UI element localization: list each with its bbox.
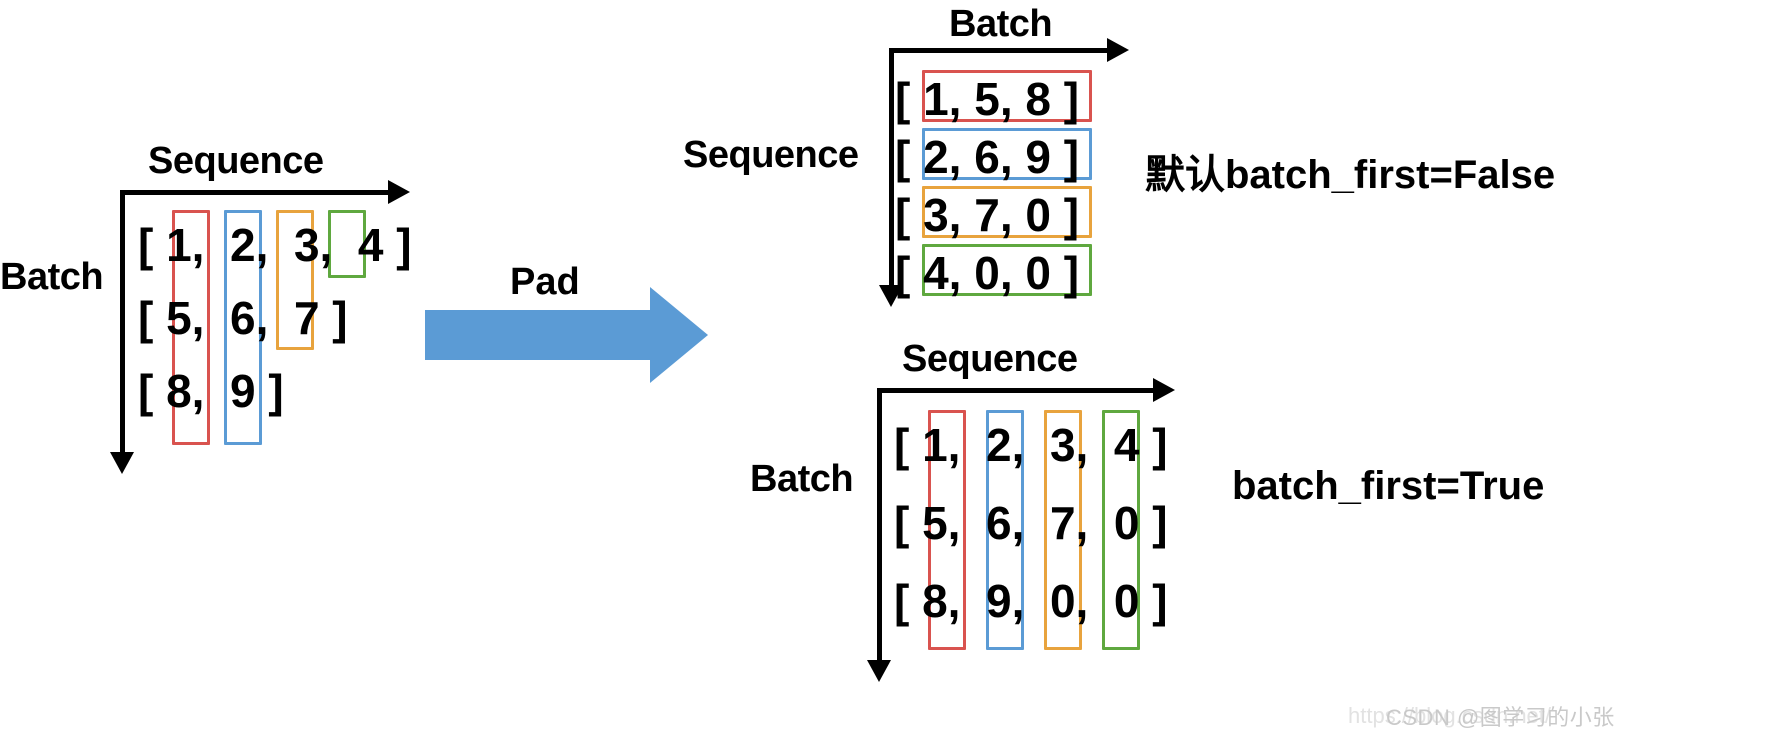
bottomright-matrix-row-2: [ 5, 6, 7, 0 ] (894, 497, 1168, 549)
bottomright-sequence-axis-arrowhead-icon (1153, 378, 1175, 402)
topright-highlight-row-4 (922, 244, 1092, 296)
topright-matrix-row-4: [ 4, 0, 0 ] (895, 247, 1080, 299)
topright-sequence-axis-line (889, 48, 894, 288)
bottomright-matrix-row-3: [ 8, 9, 0, 0 ] (894, 575, 1168, 627)
panel-padded-batch-first: Sequence Batch [ 1, 2, 3, 4 ] [ 5, 6, 7,… (750, 335, 1210, 735)
topright-sequence-axis-arrowhead-icon (879, 285, 903, 307)
panel-unpadded-ragged-batch: Sequence Batch [ 1, 2, 3, 4 ] [ 5, 6, 7 … (0, 130, 430, 490)
topright-highlight-row-1 (922, 70, 1092, 122)
left-highlight-col-2 (224, 210, 262, 445)
left-batch-axis-line (120, 190, 125, 455)
left-matrix-row-2: [ 5, 6, 7 ] (138, 292, 348, 344)
topright-y-axis-label: Sequence (683, 134, 859, 176)
left-matrix-row-3: [ 8, 9 ] (138, 365, 284, 417)
topright-matrix-row-3: [ 3, 7, 0 ] (895, 189, 1080, 241)
bottomright-highlight-col-3 (1044, 410, 1082, 650)
left-x-axis-label: Sequence (148, 140, 324, 182)
left-matrix-row-1: [ 1, 2, 3, 4 ] (138, 219, 412, 271)
left-highlight-col-1 (172, 210, 210, 445)
topright-highlight-row-3 (922, 186, 1092, 238)
topright-matrix-row-2: [ 2, 6, 9 ] (895, 131, 1080, 183)
watermark-url: https://blog.csdn.net/ (1348, 703, 1552, 728)
topright-x-axis-label: Batch (949, 3, 1053, 45)
left-y-axis-label: Batch (0, 256, 104, 298)
bottomright-highlight-col-2 (986, 410, 1024, 650)
left-sequence-axis-arrowhead-icon (388, 180, 410, 204)
pad-arrow-shaft (425, 310, 650, 360)
topright-highlight-row-2 (922, 128, 1092, 180)
bottomright-matrix-row-1: [ 1, 2, 3, 4 ] (894, 419, 1168, 471)
left-sequence-axis-line (120, 190, 392, 195)
left-highlight-col-3 (276, 210, 314, 350)
bottomright-batch-axis-arrowhead-icon (867, 660, 891, 682)
pad-arrow-head-icon (650, 287, 708, 383)
topright-batch-axis-arrowhead-icon (1107, 38, 1129, 62)
watermark-text: CSDN @图学习的小张 (1386, 705, 1615, 730)
bottomright-sequence-axis-line (877, 388, 1157, 393)
pad-label: Pad (510, 261, 580, 303)
pad-transform: Pad (425, 255, 715, 400)
topright-matrix-row-1: [ 1, 5, 8 ] (895, 73, 1080, 125)
left-highlight-col-4 (328, 210, 366, 278)
topright-batch-axis-line (889, 48, 1111, 53)
bottomright-y-axis-label: Batch (750, 458, 854, 500)
bottomright-x-axis-label: Sequence (902, 338, 1078, 380)
watermark: https://blog.csdn.net/ CSDN @图学习的小张 (1348, 700, 1768, 730)
bottomright-highlight-col-1 (928, 410, 966, 650)
note-batch-first-false: 默认batch_first=False (1145, 153, 1556, 197)
bottomright-highlight-col-4 (1102, 410, 1140, 650)
left-batch-axis-arrowhead-icon (110, 452, 134, 474)
panel-padded-seq-first: Batch Sequence [ 1, 5, 8 ] [ 2, 6, 9 ] [… (680, 0, 1140, 310)
note-batch-first-true: batch_first=True (1232, 464, 1545, 508)
bottomright-batch-axis-line (877, 388, 882, 663)
